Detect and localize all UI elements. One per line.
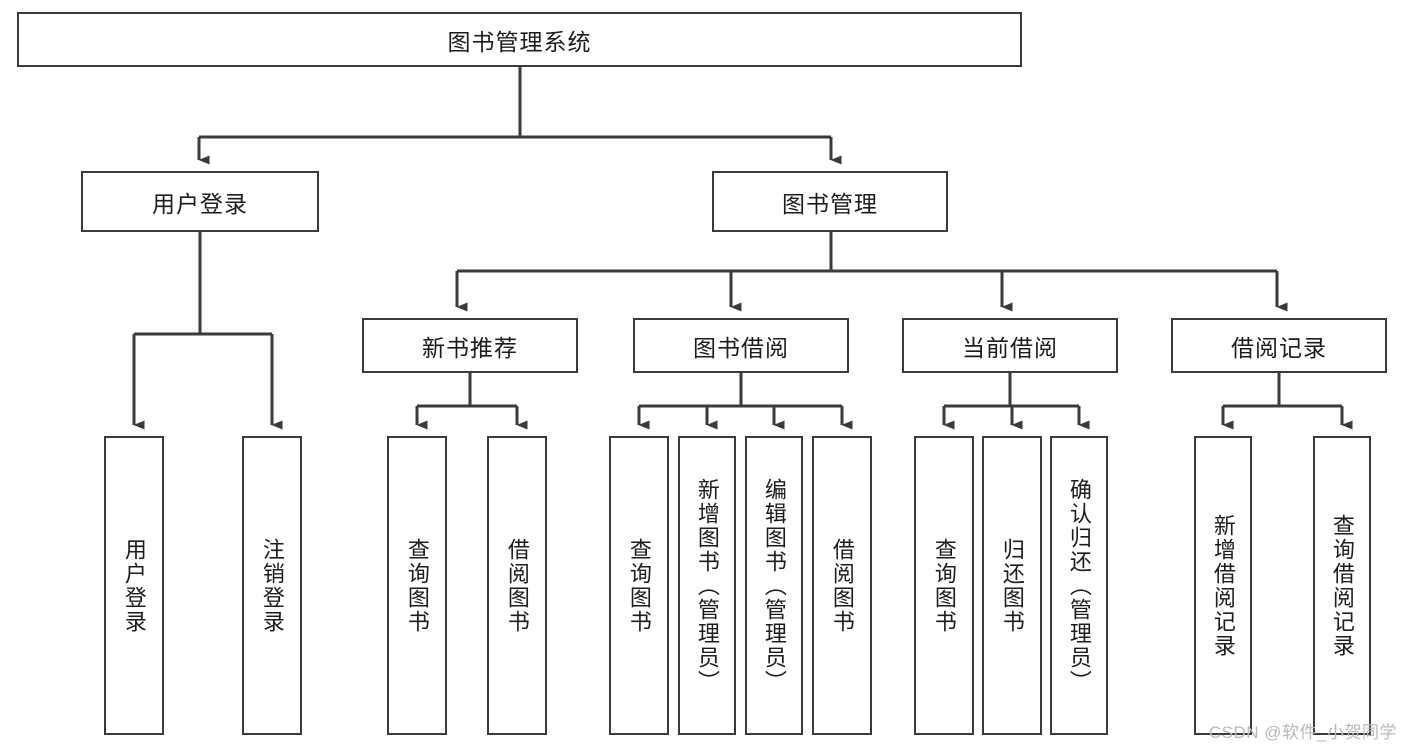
csdn-watermark: CSDN @软件_小贺同学 <box>1208 723 1397 742</box>
leaf-add-book-label: 新增图书（管理员） <box>694 477 720 694</box>
node-book-borrow-label: 图书借阅 <box>693 334 789 361</box>
leaf-query-book-1-label: 查询图书 <box>404 537 430 634</box>
leaf-query-book-2[interactable]: 查询图书 <box>609 436 669 735</box>
node-new-book-recommend[interactable]: 新书推荐 <box>362 318 578 373</box>
leaf-confirm-return-label: 确认归还（管理员） <box>1066 477 1092 694</box>
node-new-book-recommend-label: 新书推荐 <box>422 334 518 361</box>
node-user-login-label: 用户登录 <box>152 190 248 217</box>
leaf-logout-label: 注销登录 <box>259 537 285 634</box>
node-current-borrow-label: 当前借阅 <box>962 334 1058 361</box>
leaf-logout[interactable]: 注销登录 <box>242 436 302 735</box>
leaf-borrow-book-2-label: 借阅图书 <box>829 537 855 634</box>
leaf-user-login-label: 用户登录 <box>121 537 147 634</box>
node-book-borrow[interactable]: 图书借阅 <box>633 318 849 373</box>
node-root-label: 图书管理系统 <box>447 28 592 55</box>
leaf-query-record[interactable]: 查询借阅记录 <box>1313 436 1371 735</box>
leaf-add-book[interactable]: 新增图书（管理员） <box>678 436 736 735</box>
leaf-borrow-book-2[interactable]: 借阅图书 <box>812 436 872 735</box>
node-user-login[interactable]: 用户登录 <box>81 171 319 232</box>
leaf-query-book-2-label: 查询图书 <box>626 537 652 634</box>
leaf-add-record[interactable]: 新增借阅记录 <box>1194 436 1252 735</box>
leaf-confirm-return[interactable]: 确认归还（管理员） <box>1050 436 1108 735</box>
leaf-add-record-label: 新增借阅记录 <box>1210 513 1236 658</box>
leaf-query-book-3[interactable]: 查询图书 <box>914 436 974 735</box>
node-current-borrow[interactable]: 当前借阅 <box>902 318 1118 373</box>
node-root[interactable]: 图书管理系统 <box>17 12 1022 67</box>
node-borrow-record-label: 借阅记录 <box>1231 334 1327 361</box>
node-borrow-record[interactable]: 借阅记录 <box>1171 318 1387 373</box>
leaf-edit-book-label: 编辑图书（管理员） <box>761 477 787 694</box>
node-book-manage[interactable]: 图书管理 <box>712 171 948 232</box>
leaf-return-book[interactable]: 归还图书 <box>982 436 1042 735</box>
leaf-borrow-book-1-label: 借阅图书 <box>504 537 530 634</box>
leaf-query-book-1[interactable]: 查询图书 <box>387 436 447 735</box>
leaf-user-login[interactable]: 用户登录 <box>104 436 164 735</box>
leaf-edit-book[interactable]: 编辑图书（管理员） <box>745 436 803 735</box>
leaf-return-book-label: 归还图书 <box>999 537 1025 634</box>
node-book-manage-label: 图书管理 <box>782 190 878 217</box>
leaf-query-record-label: 查询借阅记录 <box>1329 513 1355 658</box>
leaf-query-book-3-label: 查询图书 <box>931 537 957 634</box>
leaf-borrow-book-1[interactable]: 借阅图书 <box>487 436 547 735</box>
